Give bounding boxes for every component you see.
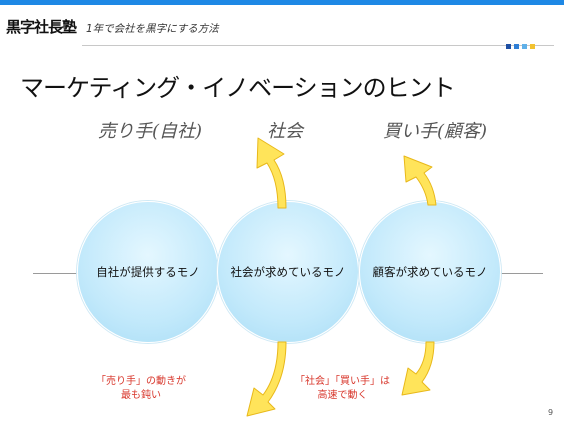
- arrow-customer-up: [403, 155, 437, 206]
- note-society-buyer: 「社会」「買い手」は 高速で動く: [295, 375, 390, 403]
- note-society-buyer-line2: 高速で動く: [317, 390, 368, 401]
- circle-customer: 顧客が求めているモノ: [359, 201, 501, 343]
- logo: 黒字社長塾: [6, 18, 77, 36]
- circle-society: 社会が求めているモノ: [217, 201, 359, 343]
- page-number: 9: [548, 408, 554, 417]
- arrow-society-up: [256, 137, 287, 209]
- arrow-customer-down: [401, 341, 435, 396]
- color-square-1: [506, 44, 511, 49]
- arrow-society-down: [246, 341, 287, 417]
- note-society-buyer-line1: 「社会」「買い手」は: [295, 376, 390, 387]
- circle-society-label: 社会が求めているモノ: [230, 265, 346, 279]
- column-label-seller: 売り手(自社): [98, 121, 203, 142]
- color-square-3: [522, 44, 527, 49]
- circle-own-company: 自社が提供するモノ: [77, 201, 219, 343]
- header-subtitle: 1年で会社を黒字にする方法: [86, 23, 219, 35]
- color-square-4: [530, 44, 535, 49]
- column-label-society: 社会: [267, 121, 303, 142]
- column-label-buyer: 買い手(顧客): [383, 121, 488, 142]
- note-seller-line1: 「売り手」の動きが: [96, 376, 186, 387]
- header-divider: [82, 45, 554, 46]
- circle-own-company-label: 自社が提供するモノ: [96, 265, 200, 279]
- color-square-2: [514, 44, 519, 49]
- slide-title: マーケティング・イノベーションのヒント: [20, 74, 456, 102]
- note-seller: 「売り手」の動きが 最も鈍い: [96, 375, 186, 403]
- top-accent-bar: [0, 0, 564, 5]
- note-seller-line2: 最も鈍い: [121, 390, 161, 401]
- circle-customer-label: 顧客が求めているモノ: [372, 265, 488, 279]
- color-squares: [506, 34, 538, 53]
